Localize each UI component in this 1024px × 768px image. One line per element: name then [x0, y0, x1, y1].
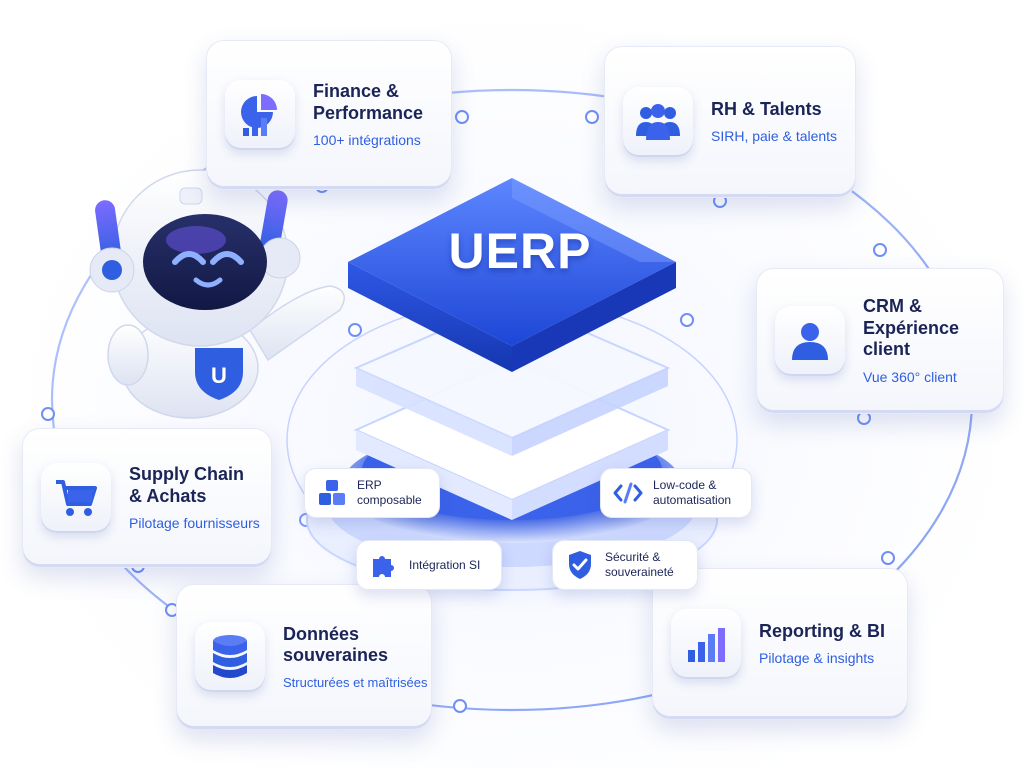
pill-erp[interactable]: ERP composable — [304, 468, 440, 518]
pill-securite[interactable]: Sécurité & souveraineté — [552, 540, 698, 590]
pill-integration-label: Intégration SI — [409, 557, 481, 572]
card-finance-subtitle: 100+ intégrations — [313, 132, 421, 149]
card-finance-title: Finance & Performance — [313, 81, 424, 123]
database-icon — [195, 622, 265, 692]
card-reporting-subtitle: Pilotage & insights — [759, 650, 875, 667]
card-rh-title: RH & Talents — [711, 98, 822, 119]
pill-erp-label: ERP composable — [357, 478, 422, 507]
pie-chart-icon — [225, 80, 295, 150]
cart-icon — [41, 463, 111, 533]
uerp-title: UERP — [448, 223, 592, 279]
card-finance[interactable]: Finance & Performance 100+ intégrations — [206, 40, 452, 190]
card-rh[interactable]: RH & Talents SIRH, paie & talents — [604, 46, 856, 198]
card-donnees-title: Données souveraines — [283, 623, 389, 666]
pill-securite-label: Sécurité & souveraineté — [605, 550, 674, 579]
puzzle-icon — [369, 550, 399, 580]
pill-lowcode-label: Low-code & automatisation — [653, 478, 732, 507]
card-supply-title: Supply Chain & Achats — [129, 464, 245, 506]
card-rh-subtitle: SIRH, paie & talents — [711, 128, 838, 145]
card-reporting[interactable]: Reporting & BI Pilotage & insights — [652, 568, 908, 720]
pill-lowcode[interactable]: Low-code & automatisation — [600, 468, 752, 518]
card-crm[interactable]: CRM & Expérience client Vue 360° client — [756, 268, 1004, 414]
pill-integration[interactable]: Intégration SI — [356, 540, 502, 590]
card-supply[interactable]: Supply Chain & Achats Pilotage fournisse… — [22, 428, 272, 568]
people-icon — [623, 87, 693, 157]
shield-check-icon — [565, 550, 595, 580]
user-icon — [775, 306, 845, 376]
card-donnees[interactable]: Données souveraines Structurées et maîtr… — [176, 584, 432, 730]
card-donnees-subtitle: Structurées et maîtrisées — [283, 674, 428, 690]
card-reporting-title: Reporting & BI — [759, 620, 885, 641]
code-icon — [613, 478, 643, 508]
bar-chart-icon — [671, 609, 741, 679]
card-crm-subtitle: Vue 360° client — [863, 368, 957, 385]
card-supply-subtitle: Pilotage fournisseurs — [129, 515, 260, 532]
svg-text:U: U — [211, 363, 227, 388]
cubes-icon — [317, 478, 347, 508]
card-crm-title: CRM & Expérience client — [863, 296, 960, 360]
